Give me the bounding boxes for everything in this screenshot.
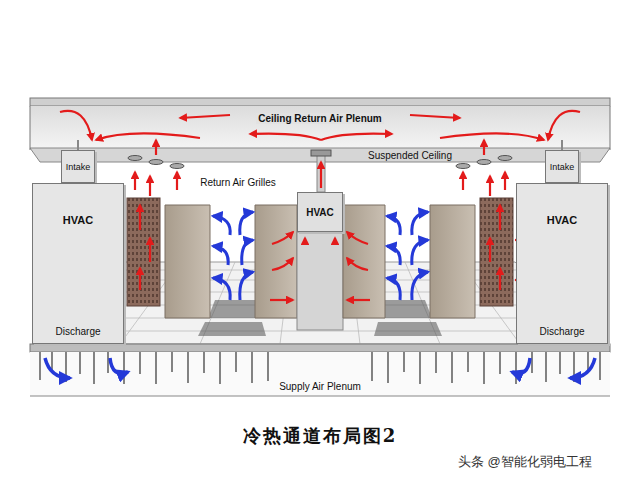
intake-box: Intake [545,150,579,183]
intake-box: Intake [61,150,95,183]
hvac-unit: HVAC Discharge [32,183,124,344]
figure-caption: 冷热通道布局图2 [243,424,398,448]
discharge-label: Discharge [539,326,584,337]
unit-label: HVAC [306,207,334,218]
unit-label: HVAC [547,214,577,226]
unit-label: HVAC [63,214,93,226]
unit-label: Intake [66,162,91,172]
grille-label: Return Air Grilles [198,177,278,188]
plenum-label: Supply Air Plenum [277,381,363,392]
ceiling-label: Suspended Ceiling [366,150,454,161]
watermark: 头条 @智能化弱电工程 [456,453,594,471]
hvac-unit: HVAC [297,192,343,232]
hvac-unit: HVAC Discharge [516,183,608,344]
discharge-label: Discharge [55,326,100,337]
unit-label: Intake [550,162,575,172]
plenum-label: Ceiling Return Air Plenum [256,113,384,124]
